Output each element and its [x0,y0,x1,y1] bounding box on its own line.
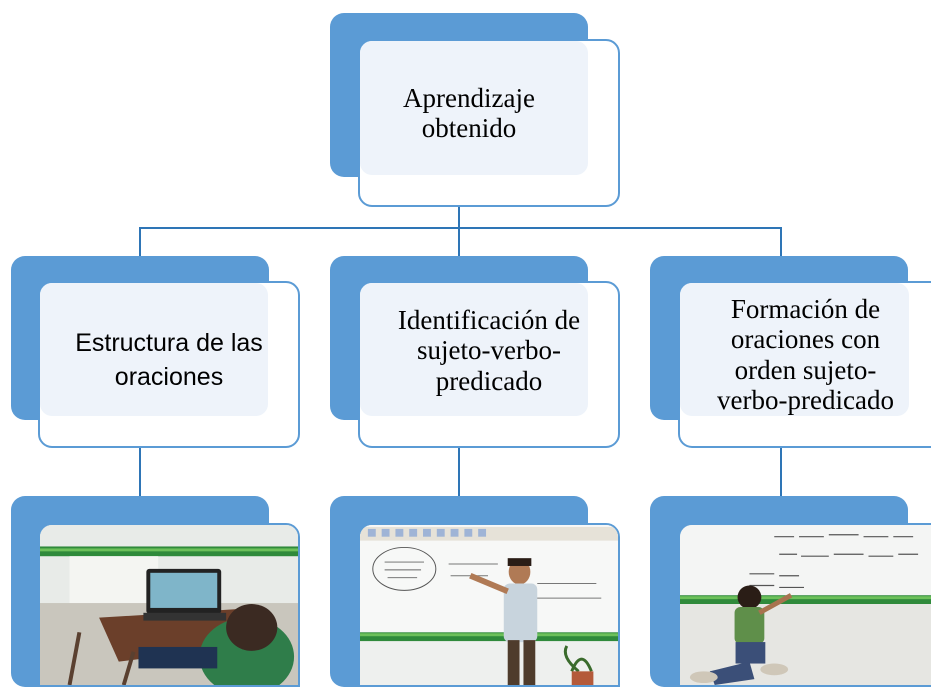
connector-middle-drop [458,227,460,257]
student-laptop-photo [38,523,300,687]
child-2-label: Identificación de sujeto-verbo-predicado [397,305,581,396]
connector-right-photo [780,446,782,496]
connector-middle-photo [458,446,460,496]
connector-right-drop [780,227,782,257]
child-3-node: Formación de oraciones con orden sujeto-… [678,281,931,448]
root-node-tint [360,41,588,175]
child-2-node: Identificación de sujeto-verbo-predicado [358,281,620,448]
root-label: Aprendizaje obtenido [403,82,535,143]
teacher-whiteboard-photo-art [360,525,618,685]
child-2-tint [360,283,588,416]
connector-left-drop [139,227,141,257]
child-3-label: Formación de oraciones con orden sujeto-… [717,294,894,415]
root-node: Aprendizaje obtenido [358,39,620,207]
child-3-tint [680,283,909,416]
child-1-label: Estructura de las oraciones [75,328,263,391]
connector-root-down [458,205,460,228]
connector-horizontal [139,227,782,229]
child-1-tint [40,283,268,416]
teacher-whiteboard-photo [358,523,620,687]
student-laptop-photo-art [40,525,298,685]
connector-left-photo [139,446,141,496]
student-writing-photo [678,523,931,687]
student-writing-photo-art [680,525,931,685]
child-1-node: Estructura de las oraciones [38,281,300,448]
